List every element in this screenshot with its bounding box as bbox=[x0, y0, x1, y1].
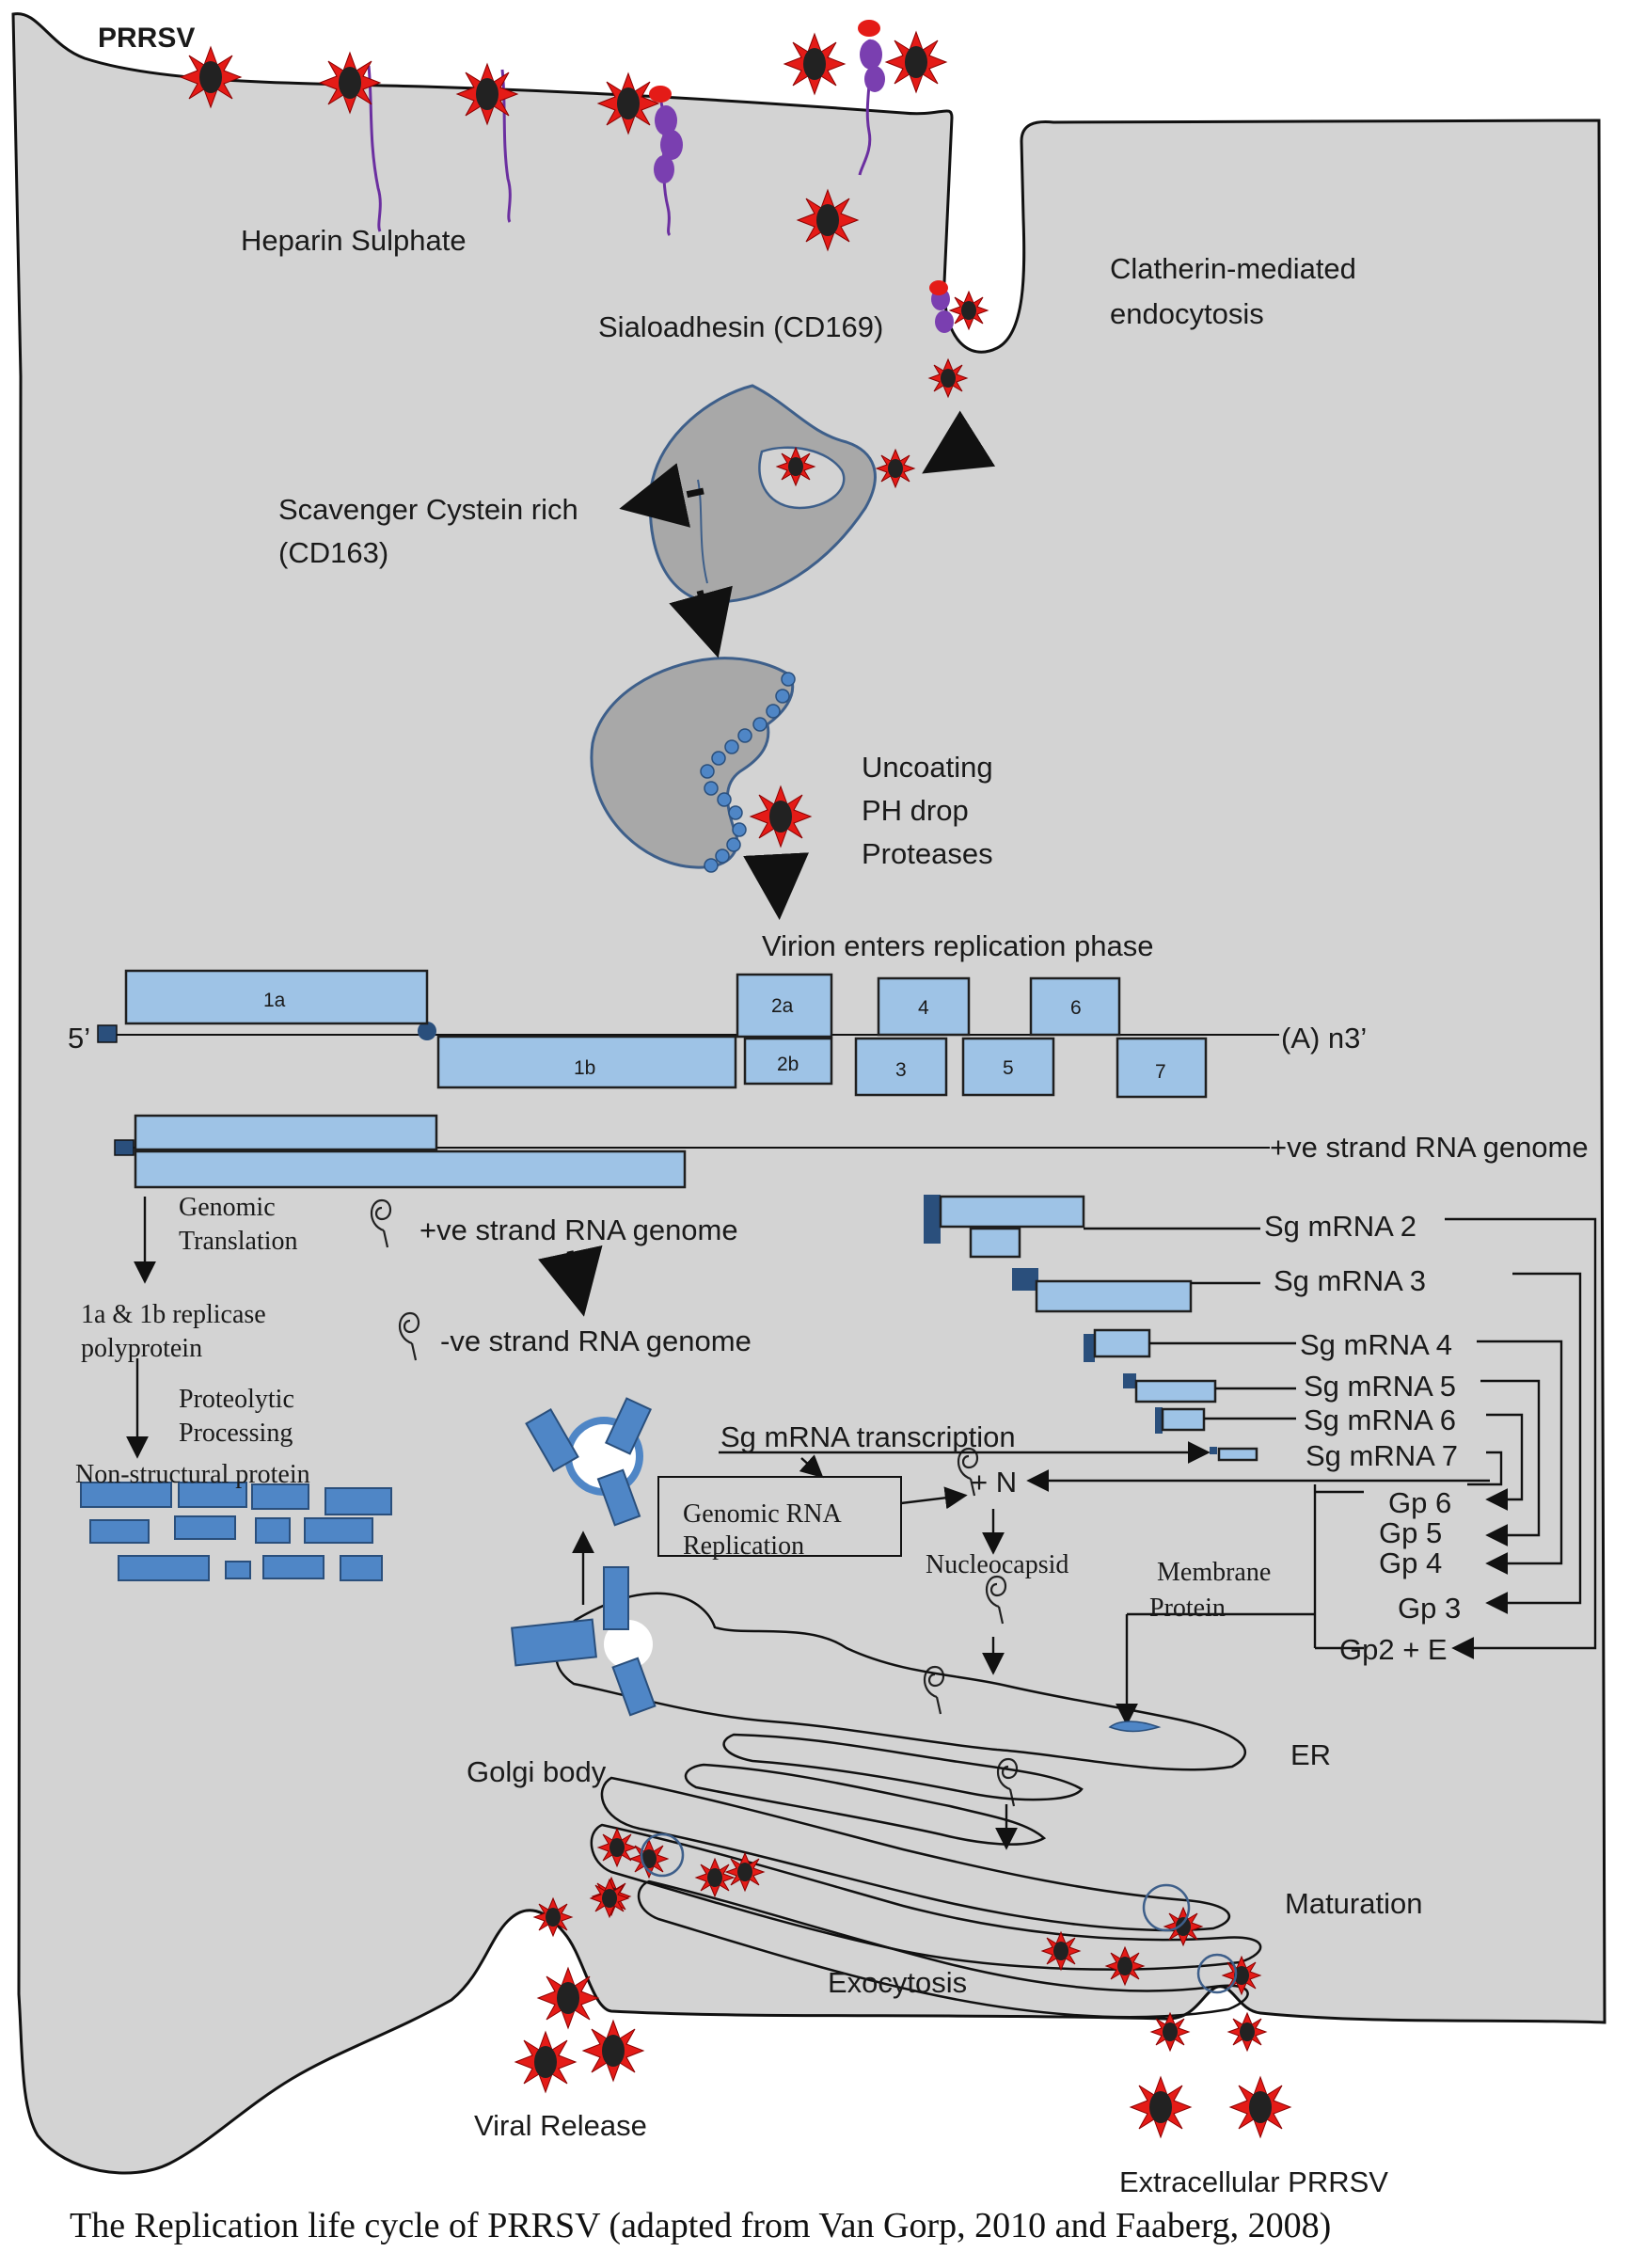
sg-mrna-bars bbox=[924, 1195, 1258, 1462]
endoplasmic-reticulum bbox=[555, 1592, 1246, 1846]
maturation-label: Maturation bbox=[1285, 1887, 1422, 1920]
heparin-sulphate-label: Heparin Sulphate bbox=[241, 224, 467, 257]
er-label: ER bbox=[1290, 1738, 1331, 1771]
plus-n-label: + N bbox=[971, 1466, 1017, 1499]
genomic-translation-label-2: Translation bbox=[179, 1227, 298, 1256]
clathrin-label-2: endocytosis bbox=[1110, 297, 1264, 330]
orf-3-label: 3 bbox=[895, 1059, 907, 1081]
sialoadhesin-label: Sialoadhesin (CD169) bbox=[598, 310, 883, 343]
gp5-label: Gp 5 bbox=[1379, 1516, 1442, 1549]
ph-drop-label: PH drop bbox=[862, 794, 969, 827]
clathrin-label-1: Clatherin-mediated bbox=[1110, 252, 1356, 285]
sg-mrna-3-label: Sg mRNA 3 bbox=[1274, 1264, 1426, 1297]
orf-5-label: 5 bbox=[1003, 1057, 1014, 1079]
non-structural-protein-blocks bbox=[80, 1482, 392, 1581]
scavenger-label-2: (CD163) bbox=[278, 536, 388, 569]
prrsv-label: PRRSV bbox=[98, 23, 195, 54]
translation-arrows bbox=[126, 1197, 156, 1459]
nucleocapsid-label: Nucleocapsid bbox=[926, 1550, 1068, 1579]
entry-arrows bbox=[619, 410, 996, 920]
neg-strand-genome-label: -ve strand RNA genome bbox=[440, 1324, 752, 1357]
sg-transcription-label: Sg mRNA transcription bbox=[720, 1420, 1016, 1453]
gp-to-membrane-lines bbox=[1116, 1484, 1364, 1726]
orf-7-label: 7 bbox=[1155, 1061, 1166, 1083]
orf-2a-label: 2a bbox=[771, 995, 794, 1017]
genomic-replication-label-1: Genomic RNA bbox=[683, 1499, 843, 1529]
sg-mrna-2-label: Sg mRNA 2 bbox=[1264, 1210, 1417, 1243]
orf-1a-label: 1a bbox=[263, 990, 286, 1011]
genome-map bbox=[97, 969, 1279, 1099]
orf-1b-label: 1b bbox=[574, 1057, 595, 1079]
orf-6-label: 6 bbox=[1070, 997, 1082, 1019]
uncoating-label: Uncoating bbox=[862, 751, 993, 784]
gp3-label: Gp 3 bbox=[1398, 1592, 1461, 1625]
exocytosis-label: Exocytosis bbox=[828, 1966, 967, 1999]
five-prime-label: 5’ bbox=[68, 1022, 90, 1055]
scavenger-label-1: Scavenger Cystein rich bbox=[278, 493, 578, 526]
figure-caption: The Replication life cycle of PRRSV (ada… bbox=[70, 2206, 1332, 2245]
endosome-cd163 bbox=[648, 384, 877, 604]
proteolytic-label-2: Processing bbox=[179, 1419, 293, 1448]
virion-enters-label: Virion enters replication phase bbox=[762, 929, 1153, 962]
orf-4-label: 4 bbox=[918, 997, 929, 1019]
replicase-label-2: polyprotein bbox=[81, 1334, 202, 1363]
three-prime-label: (A) n3’ bbox=[1281, 1022, 1367, 1055]
sg-mrna-5-label: Sg mRNA 5 bbox=[1304, 1370, 1456, 1403]
sg-mrna-leader-lines bbox=[1084, 1227, 1296, 1420]
budding-vesicle bbox=[511, 1566, 657, 1717]
proteases-label: Proteases bbox=[862, 837, 993, 870]
sg-mrna-4-label: Sg mRNA 4 bbox=[1300, 1328, 1452, 1361]
host-cell-membrane bbox=[11, 12, 1606, 2175]
membrane-protein-blob bbox=[1108, 1721, 1162, 1733]
golgi-body-label: Golgi body bbox=[467, 1755, 607, 1788]
pos-strand-genome-label: +ve strand RNA genome bbox=[1270, 1131, 1589, 1164]
positive-strand-genome bbox=[114, 1114, 1270, 1189]
sg-mrna-7-label: Sg mRNA 7 bbox=[1306, 1439, 1458, 1472]
gp4-label: Gp 4 bbox=[1379, 1546, 1442, 1579]
exiting-vesicle bbox=[525, 1397, 653, 1605]
genomic-replication-box bbox=[657, 1476, 902, 1557]
orf-2b-label: 2b bbox=[777, 1054, 799, 1075]
sialoadhesin-receptors bbox=[649, 20, 954, 333]
pos-strand-genome-label-2: +ve strand RNA genome bbox=[419, 1213, 738, 1246]
transcription-arrows bbox=[719, 1441, 1490, 1850]
gp-routing-lines bbox=[1445, 1217, 1597, 1659]
extracellular-prrsv-label: Extracellular PRRSV bbox=[1119, 2165, 1388, 2198]
membrane-protein-label-2: Protein bbox=[1149, 1594, 1226, 1623]
genomic-replication-label-2: Replication bbox=[683, 1531, 804, 1561]
viral-release-label: Viral Release bbox=[474, 2109, 647, 2142]
proteolytic-label-1: Proteolytic bbox=[179, 1385, 294, 1414]
strand-arrow bbox=[538, 1245, 603, 1317]
non-structural-protein-label: Non-structural protein bbox=[75, 1460, 310, 1489]
sg-mrna-6-label: Sg mRNA 6 bbox=[1304, 1404, 1456, 1436]
replicase-label-1: 1a & 1b replicase bbox=[81, 1300, 266, 1329]
maturing-virions bbox=[592, 1828, 1267, 2052]
gp6-label: Gp 6 bbox=[1388, 1486, 1451, 1519]
gp2-e-label: Gp2 + E bbox=[1339, 1633, 1448, 1666]
membrane-protein-label-1: Membrane bbox=[1157, 1558, 1271, 1587]
rna-beads bbox=[700, 672, 796, 873]
genomic-translation-label-1: Genomic bbox=[179, 1193, 276, 1222]
